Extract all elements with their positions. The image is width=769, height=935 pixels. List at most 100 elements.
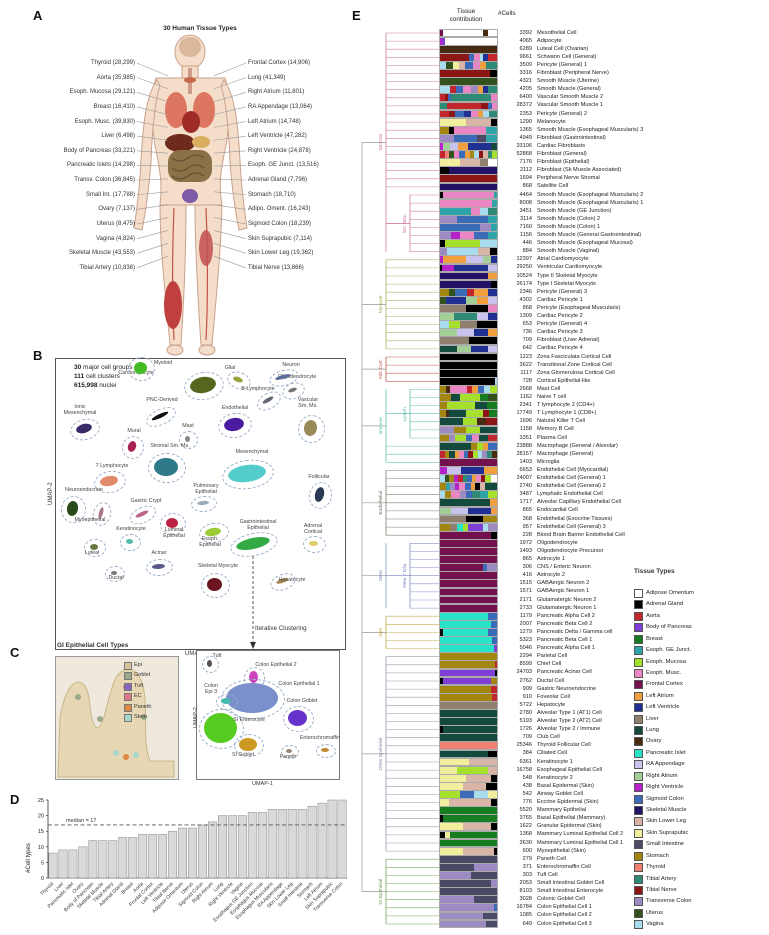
bar-segment: [488, 215, 497, 223]
tissue-contribution-bar: [439, 644, 498, 654]
bar: [297, 809, 307, 879]
tissue-legend-label: Tibial Artery: [646, 875, 677, 882]
cell-count: 52868: [516, 151, 532, 157]
bar-segment: [492, 637, 497, 644]
bar-segment: [483, 467, 497, 474]
tissue-legend-swatch: [634, 703, 643, 713]
bar-segment: [494, 904, 497, 912]
panel-b-label: B: [33, 348, 43, 363]
bar-segment: [459, 62, 466, 69]
gi-cluster-label: Colon Epithelial 2: [255, 662, 297, 668]
bar-segment: [440, 53, 469, 61]
tissue-legend-swatch: [634, 897, 643, 907]
leader-line: [213, 165, 247, 167]
tissue-label: Uterus (8,475): [96, 221, 135, 228]
cell-count: 1309: [519, 313, 532, 319]
cell-count: 1972: [519, 539, 532, 546]
tissue-contribution-bar: [439, 717, 498, 726]
bar-segment: [459, 321, 478, 329]
cell-type-name: Peripheral Nerve Stromal: [537, 175, 600, 182]
tissue-contribution-bar: [439, 733, 498, 743]
cell-count: 10524: [516, 272, 532, 279]
bar-segment: [491, 256, 497, 264]
cell-type-name: Keratinocyte 1: [537, 758, 573, 765]
bar-segment: [440, 515, 466, 523]
bar-segment: [477, 296, 489, 304]
tissue-label: Small Int. (17,788): [85, 191, 135, 198]
cell-type-name: Smooth Muscle (Colon) 1: [537, 223, 601, 230]
bar-segment: [492, 693, 497, 701]
cell-count: 1717: [519, 499, 532, 506]
bar-segment: [440, 734, 497, 742]
tissue-legend-swatch: [634, 611, 643, 621]
bar-segment: [446, 248, 479, 256]
tissue-legend-swatch: [634, 771, 643, 781]
cluster-label: Follicular: [308, 474, 330, 480]
tissue-contribution-bar: [439, 417, 498, 427]
gi-legend-label: Stem: [134, 714, 147, 720]
tissue-contribution-bar: [439, 182, 498, 192]
bar-segment: [440, 386, 446, 393]
tissue-label: Vagina (4,824): [96, 235, 135, 242]
tissue-legend-label: Tibial Nerve: [646, 886, 677, 893]
bar-segment: [440, 345, 458, 353]
tissue-contribution-bar: [439, 871, 498, 880]
cell-count: 1365: [519, 126, 532, 133]
bar-segment: [462, 475, 468, 482]
cell-type-name: Alveolar Type 2 (AT2) Cell: [537, 718, 602, 724]
bar: [48, 852, 58, 879]
tissue-contribution-bar: [439, 150, 498, 159]
bar-segment: [448, 167, 497, 175]
crypt-drawing: [57, 668, 175, 778]
cell-type-name: Cortical Epithelial-like: [537, 377, 591, 384]
gi-legend-label: Paneth: [134, 703, 152, 710]
clade-label: Endothelial: [378, 491, 384, 515]
cell-type-name: Pancreatic Delta / Gamma cell: [537, 628, 613, 635]
tissue-contribution-bar: [439, 757, 498, 767]
tissue-contribution-bar: [439, 579, 498, 589]
bar-segment: [461, 467, 484, 474]
bar-segment: [440, 677, 443, 685]
bar-segment: [440, 426, 455, 434]
bar-segment: [440, 207, 472, 215]
bar-segment: [440, 305, 466, 312]
gi-cluster-blob: [221, 698, 231, 704]
bar-segment: [488, 345, 497, 353]
cell-count: 2053: [519, 880, 532, 886]
tissue-contribution-bar: [439, 838, 498, 848]
cell-type-name: Fibroblast (General): [537, 151, 587, 157]
umap-stat-line: 30 major cell groups: [74, 364, 133, 371]
bar-segment: [475, 402, 487, 410]
cell-count: 3487: [519, 491, 532, 498]
bar-segment: [457, 329, 475, 337]
tissue-legend-label: Left Ventricle: [646, 704, 680, 711]
tissue-legend-label: Ovary: [646, 738, 662, 745]
cell-type-name: Colon Epithelial Cell 3: [537, 920, 592, 927]
iterative-clustering-label: Iterative Clustering: [255, 625, 307, 632]
bar-segment: [462, 86, 472, 94]
bar-segment: [451, 491, 460, 499]
bar-segment: [491, 799, 497, 806]
cell-count: 279: [522, 855, 532, 862]
bar-segment: [488, 612, 497, 620]
tissue-legend-swatch: [634, 851, 643, 861]
tissue-contribution-bar: [439, 312, 498, 321]
tissue-contribution-bar: [439, 482, 498, 492]
gi-cluster-label: Colon Epi 3: [204, 683, 218, 695]
bar-segment: [440, 232, 452, 239]
bar-segment: [491, 774, 497, 782]
cell-count: 8599: [519, 661, 532, 668]
cluster-outline: [302, 535, 326, 553]
bar-segment: [453, 475, 459, 482]
bar-segment: [474, 53, 480, 61]
bar-segment: [487, 102, 493, 110]
cluster-label: Vascular Sm. Ms.: [297, 397, 319, 409]
cell-type-name: Fibroblast (Sk Muscle Associated): [537, 167, 622, 174]
bar-segment: [465, 296, 478, 304]
tissue-contribution-bar: [439, 474, 498, 483]
tissue-contribution-bar: [439, 206, 498, 216]
cell-count: 2740: [519, 483, 532, 490]
tissue-contribution-bar: [439, 822, 498, 832]
bar-segment: [440, 126, 449, 134]
cell-count: 910: [522, 693, 532, 700]
